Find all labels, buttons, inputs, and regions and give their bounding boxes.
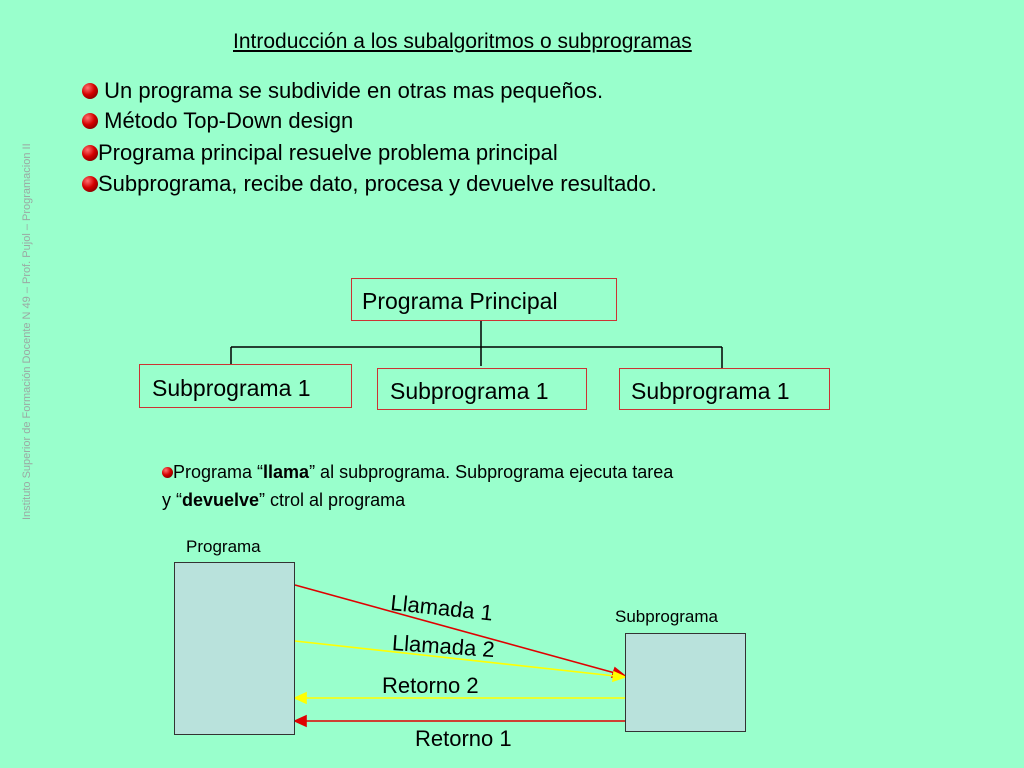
note-bold-word: llama: [263, 462, 310, 482]
program-caption: Programa: [186, 537, 261, 556]
bullet-item: Un programa se subdivide en otras mas pe…: [82, 76, 603, 106]
bullet-text: Método Top-Down design: [98, 108, 354, 133]
note-text: y “: [162, 490, 182, 510]
bullet-text: Programa principal resuelve problema pri…: [98, 140, 558, 165]
note-text: ” al subprograma. Subprograma ejecuta ta…: [309, 462, 674, 482]
tree-child-label: Subprograma 1: [631, 378, 790, 404]
program-block: [174, 562, 295, 735]
return-2-label: Retorno 2: [382, 673, 479, 698]
bullet-item: Subprograma, recibe dato, procesa y devu…: [82, 169, 657, 199]
call-return-note: Programa “llama” al subprograma. Subprog…: [162, 458, 673, 514]
tree-root-label: Programa Principal: [362, 288, 558, 314]
arrow-return-2-head: [293, 691, 307, 705]
tree-child-box: Subprograma 1: [619, 368, 830, 410]
arrow-call-2: [294, 640, 616, 677]
tree-child-label: Subprograma 1: [390, 378, 549, 404]
note-bold-word: devuelve: [182, 490, 260, 510]
bullet-item: Método Top-Down design: [82, 106, 353, 136]
bullet-ball-icon: [82, 83, 98, 99]
bullet-text: Subprograma, recibe dato, procesa y devu…: [98, 171, 657, 196]
slide-title: Introducción a los subalgoritmos o subpr…: [233, 30, 692, 53]
note-text: Programa “: [173, 462, 264, 482]
bullet-ball-icon: [82, 145, 98, 161]
bullet-text: Un programa se subdivide en otras mas pe…: [98, 78, 604, 103]
subprogram-caption: Subprograma: [615, 607, 719, 626]
bullet-ball-icon: [82, 176, 98, 192]
note-bullet-icon: [162, 467, 173, 478]
bullet-item: Programa principal resuelve problema pri…: [82, 138, 558, 168]
arrow-return-1-head: [293, 714, 307, 728]
return-1-label: Retorno 1: [415, 726, 512, 751]
note-text: ” ctrol al programa: [259, 490, 406, 510]
arrow-call-1: [294, 584, 616, 674]
tree-root-box: Programa Principal: [351, 278, 617, 321]
tree-child-box: Subprograma 1: [139, 364, 352, 408]
subprogram-block: [625, 633, 746, 732]
bullet-ball-icon: [82, 113, 98, 129]
tree-child-label: Subprograma 1: [152, 375, 311, 401]
tree-child-box: Subprograma 1: [377, 368, 587, 410]
arrow-call-2-head: [612, 670, 628, 683]
